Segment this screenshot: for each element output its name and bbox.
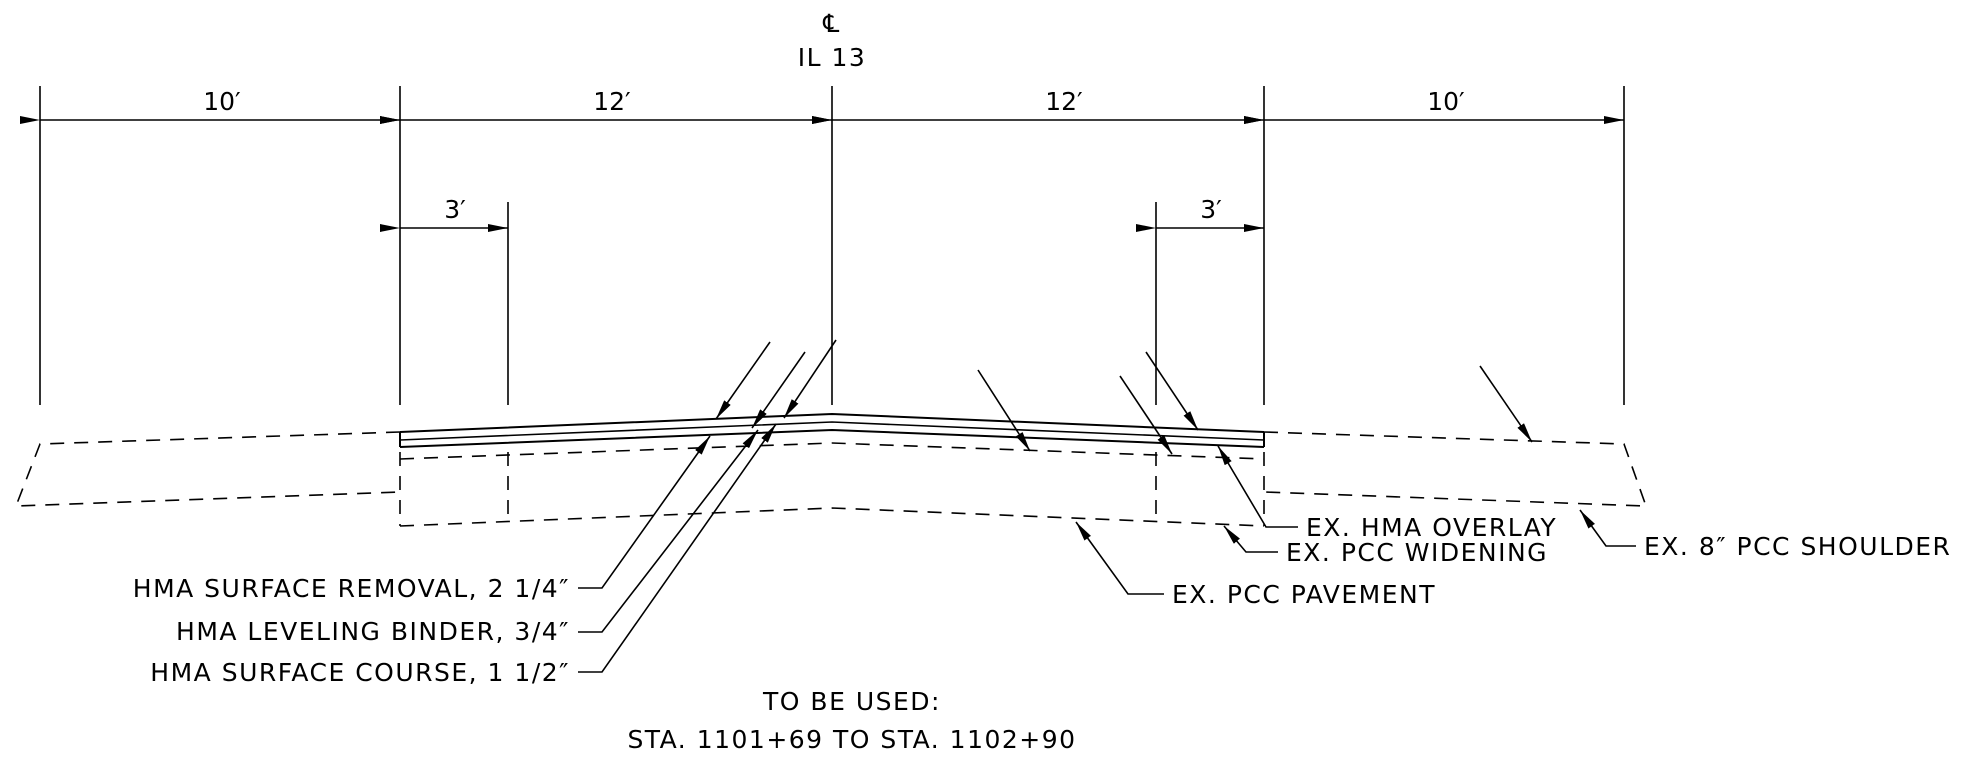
callout-leveling-binder: HMA LEVELING BINDER, 3/4″ [176, 617, 570, 646]
callout-ex-shoulder: EX. 8″ PCC SHOULDER [1644, 532, 1951, 561]
callout-surface-removal: HMA SURFACE REMOVAL, 2 1/4″ [133, 574, 570, 603]
centerline-route-label: IL 13 [798, 43, 867, 72]
callout-surface-course: HMA SURFACE COURSE, 1 1/2″ [150, 658, 570, 687]
dim-right-lane: 12′ [1045, 87, 1083, 116]
centerline-symbol: ℄ [822, 9, 841, 38]
note-line-1: TO BE USED: [762, 687, 941, 716]
dim-right-shoulder: 10′ [1427, 87, 1465, 116]
dim-left-widening: 3′ [444, 195, 466, 224]
callout-ex-pavement: EX. PCC PAVEMENT [1172, 580, 1436, 609]
dim-left-lane: 12′ [593, 87, 631, 116]
hma-overlay-layers [399, 412, 1265, 448]
extension-lines [39, 86, 1625, 405]
note-line-2: STA. 1101+69 TO STA. 1102+90 [627, 725, 1076, 754]
right-callout-leaders [1075, 445, 1636, 595]
callout-ex-overlay: EX. HMA OVERLAY [1306, 513, 1557, 542]
existing-pavement-outline [14, 431, 1648, 527]
top-leader-arrows [715, 339, 1533, 455]
callout-ex-widening: EX. PCC WIDENING [1286, 538, 1548, 567]
dim-right-widening: 3′ [1200, 195, 1222, 224]
left-callout-leaders [578, 423, 777, 673]
dim-left-shoulder: 10′ [203, 87, 241, 116]
